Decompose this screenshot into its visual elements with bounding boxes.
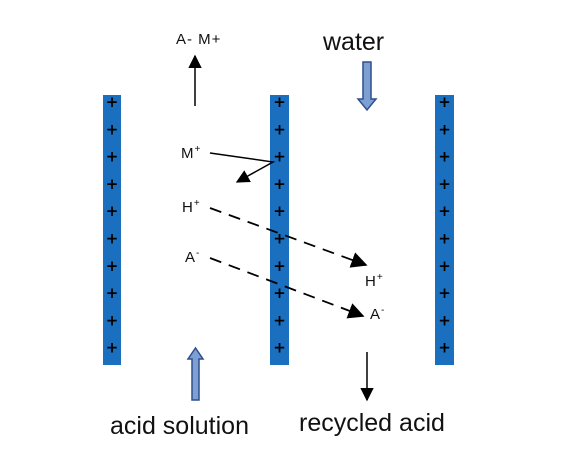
membrane-plus-sign: + [273, 202, 286, 220]
a-ion-charge: - [381, 305, 385, 316]
membrane-plus-sign: + [106, 120, 119, 138]
acid-solution-inflow-arrow [186, 346, 205, 401]
a-ion-migration-path [209, 257, 365, 319]
h-ion-charge: + [376, 272, 383, 283]
membrane-plus-sign: + [106, 148, 119, 166]
membrane-plus-sign: + [106, 175, 119, 193]
membrane-plus-sign: + [273, 148, 286, 166]
membrane-plus-sign: + [106, 311, 119, 329]
membrane-plus-sign: + [438, 120, 451, 138]
recycled-acid-label: recycled acid [299, 409, 445, 437]
a-ion-symbol: A [185, 249, 196, 266]
membrane-plus-sign: + [106, 93, 119, 111]
membrane-plus-sign: + [273, 311, 286, 329]
membrane-plus-sign: + [438, 311, 451, 329]
h-ion-symbol: H [182, 199, 193, 216]
h-ion-left-label: H+ [182, 198, 200, 216]
membrane-middle [270, 95, 289, 365]
membrane-plus-sign: + [273, 284, 286, 302]
membrane-plus-sign: + [106, 230, 119, 248]
membrane-plus-sign: + [273, 257, 286, 275]
membrane-plus-sign: + [438, 230, 451, 248]
water-inflow-arrow [356, 61, 378, 112]
membrane-plus-sign: + [438, 175, 451, 193]
membrane-plus-sign: + [273, 175, 286, 193]
membrane-charge-signs: + + + + + + + + + + + + + + + + + + + + + + + + + + + + + + [106, 93, 451, 357]
m-ion-left-label: M+ [181, 144, 201, 162]
top-ions-label: A- M+ [176, 31, 222, 48]
membrane-plus-sign: + [106, 284, 119, 302]
membrane-plus-sign: + [106, 339, 119, 357]
a-ion-symbol: A [370, 306, 381, 323]
membrane-plus-sign: + [273, 230, 286, 248]
membranes [103, 95, 454, 365]
membrane-plus-sign: + [438, 148, 451, 166]
membrane-plus-sign: + [106, 257, 119, 275]
membrane-plus-sign: + [106, 202, 119, 220]
acid-solution-label: acid solution [110, 412, 249, 440]
membrane-left [103, 95, 121, 365]
membrane-right [435, 95, 454, 365]
a-ion-charge: - [196, 248, 200, 259]
membrane-plus-sign: + [273, 339, 286, 357]
a-ion-right-label: A- [370, 305, 385, 323]
a-ion-left-label: A- [185, 248, 200, 266]
membrane-plus-sign: + [438, 284, 451, 302]
h-ion-symbol: H [365, 273, 376, 290]
m-ion-charge: + [194, 144, 201, 155]
membrane-plus-sign: + [273, 93, 286, 111]
water-label: water [323, 28, 385, 56]
membrane-plus-sign: + [273, 120, 286, 138]
membrane-plus-sign: + [438, 93, 451, 111]
m-ion-symbol: M [181, 145, 194, 162]
m-ion-rejection-path [209, 152, 276, 183]
h-ion-charge: + [193, 198, 200, 209]
h-ion-migration-path [209, 207, 368, 268]
membrane-plus-sign: + [438, 257, 451, 275]
membrane-plus-sign: + [438, 202, 451, 220]
h-ion-right-label: H+ [365, 272, 383, 290]
membrane-plus-sign: + [438, 339, 451, 357]
